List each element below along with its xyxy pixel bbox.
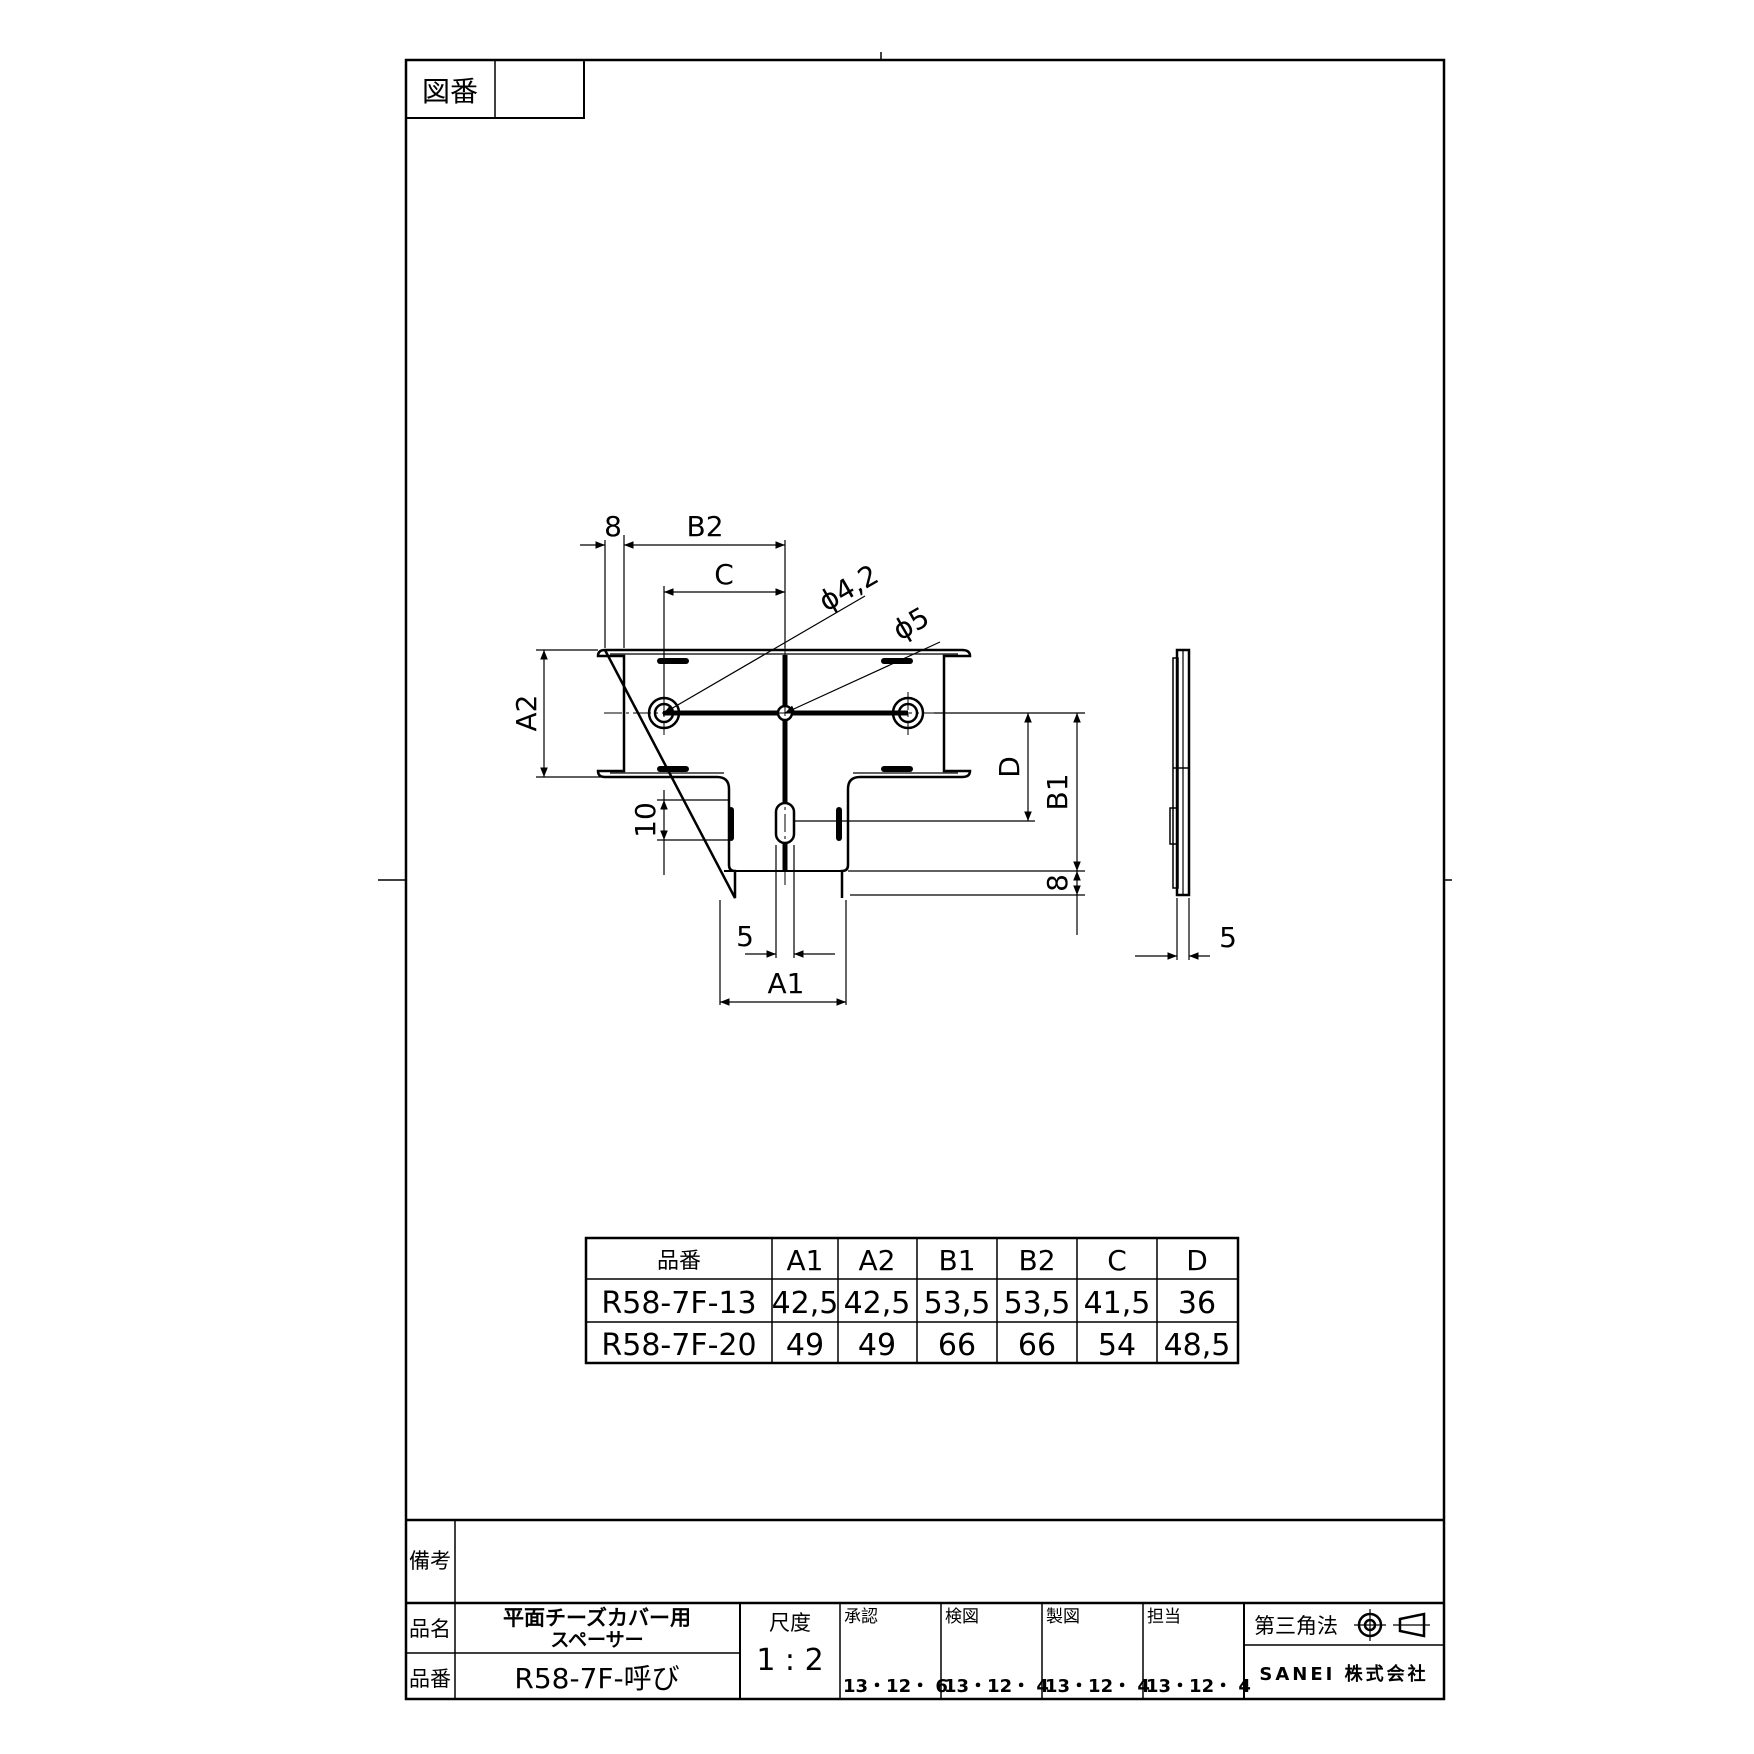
scale-value: 1 : 2 <box>756 1643 823 1678</box>
table-cell: 41,5 <box>1084 1286 1151 1321</box>
remarks-label: 備考 <box>409 1549 451 1573</box>
dim-A2: A2 <box>510 695 543 732</box>
table-cell: 48,5 <box>1164 1328 1231 1363</box>
table-cell: 53,5 <box>1004 1286 1071 1321</box>
table-cell: 54 <box>1098 1328 1136 1363</box>
dim-8-top: 8 <box>604 510 622 543</box>
third-angle-projection-icon <box>1354 1609 1430 1641</box>
table-cell: 53,5 <box>924 1286 991 1321</box>
dim-C: C <box>714 558 734 591</box>
table-header-B1: B1 <box>938 1244 975 1277</box>
name-line-1: 平面チーズカバー用 <box>503 1606 691 1630</box>
dim-phi5: ϕ5 <box>887 600 935 647</box>
dim-B1: B1 <box>1041 773 1074 810</box>
sheet-border <box>404 58 1446 1701</box>
title-block: 備考 品名 平面チーズカバー用 スペーサー 品番 R58-7F-呼び 尺度 1 … <box>406 1518 1444 1699</box>
dimension-labels: 8 B2 C ϕ4,2 ϕ5 A2 D B1 10 8 5 A1 5 <box>510 510 1237 1000</box>
approved-date: 13・12・ 6 <box>843 1676 948 1697</box>
company-name: SANEI 株式会社 <box>1259 1663 1428 1685</box>
dimension-table: 品番 A1 A2 B1 B2 C D R58-7F-13 42,5 42,5 5… <box>584 1236 1240 1365</box>
table-cell: 36 <box>1178 1286 1216 1321</box>
partno-value: R58-7F-呼び <box>514 1662 679 1695</box>
projection-label: 第三角法 <box>1254 1614 1338 1638</box>
table-cell: 49 <box>858 1328 896 1363</box>
name-label: 品名 <box>409 1617 451 1641</box>
scale-label: 尺度 <box>769 1611 811 1635</box>
table-header-A2: A2 <box>859 1244 896 1277</box>
table-cell: 42,5 <box>844 1286 911 1321</box>
table-cell: 66 <box>1018 1328 1056 1363</box>
table-cell: 49 <box>786 1328 824 1363</box>
spacer-side-view <box>1135 648 1210 960</box>
dim-10: 10 <box>629 802 662 838</box>
dim-phi42: ϕ4,2 <box>813 558 884 618</box>
partno-label: 品番 <box>409 1667 451 1691</box>
table-header-B2: B2 <box>1018 1244 1055 1277</box>
dim-A1: A1 <box>768 967 805 1000</box>
dim-D: D <box>993 756 1026 778</box>
charge-date: 13・12・ 4 <box>1146 1676 1251 1697</box>
dim-B2: B2 <box>686 510 723 543</box>
checked-date: 13・12・ 4 <box>944 1676 1049 1697</box>
drawing-number-label: 図番 <box>422 75 478 108</box>
charge-label: 担当 <box>1147 1607 1181 1627</box>
table-header-D: D <box>1186 1244 1208 1277</box>
drawn-date: 13・12・ 4 <box>1045 1676 1150 1697</box>
dim-5-slot: 5 <box>736 920 754 953</box>
approved-label: 承認 <box>844 1607 878 1627</box>
table-cell: 42,5 <box>772 1286 839 1321</box>
table-header-A1: A1 <box>787 1244 824 1277</box>
dim-8-right: 8 <box>1041 874 1074 892</box>
table-header-C: C <box>1107 1244 1127 1277</box>
drawing-number-box: 図番 <box>405 59 585 119</box>
spacer-front-view <box>596 640 972 899</box>
checked-label: 検図 <box>945 1607 979 1627</box>
centering-marks <box>378 52 1452 881</box>
drawn-label: 製図 <box>1046 1607 1080 1627</box>
table-cell: R58-7F-20 <box>601 1328 756 1363</box>
name-line-2: スペーサー <box>550 1629 643 1651</box>
table-header-partno: 品番 <box>657 1249 701 1274</box>
dimension-lines <box>536 535 1085 1006</box>
table-cell: R58-7F-13 <box>601 1286 756 1321</box>
table-cell: 66 <box>938 1328 976 1363</box>
dim-5-side: 5 <box>1219 921 1237 954</box>
